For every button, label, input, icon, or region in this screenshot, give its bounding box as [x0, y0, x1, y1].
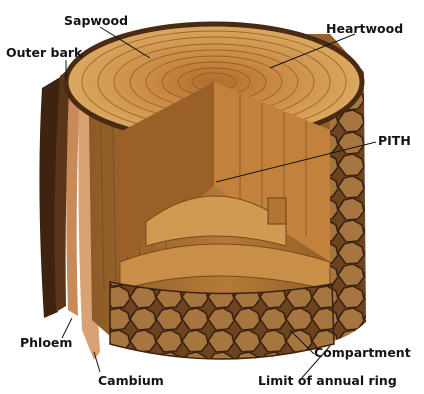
label-heartwood: Heartwood	[326, 22, 403, 36]
label-phloem: Phloem	[20, 336, 72, 350]
label-compartment: Compartment	[314, 346, 411, 360]
bark-right	[330, 92, 366, 342]
label-sapwood: Sapwood	[64, 14, 128, 28]
label-outer-bark: Outer bark	[6, 46, 82, 60]
bark-front	[110, 282, 334, 359]
label-pith: PITH	[378, 134, 411, 148]
label-annual-ring-limit: Limit of annual ring	[258, 374, 397, 388]
small-block	[268, 198, 286, 224]
label-cambium: Cambium	[98, 374, 164, 388]
